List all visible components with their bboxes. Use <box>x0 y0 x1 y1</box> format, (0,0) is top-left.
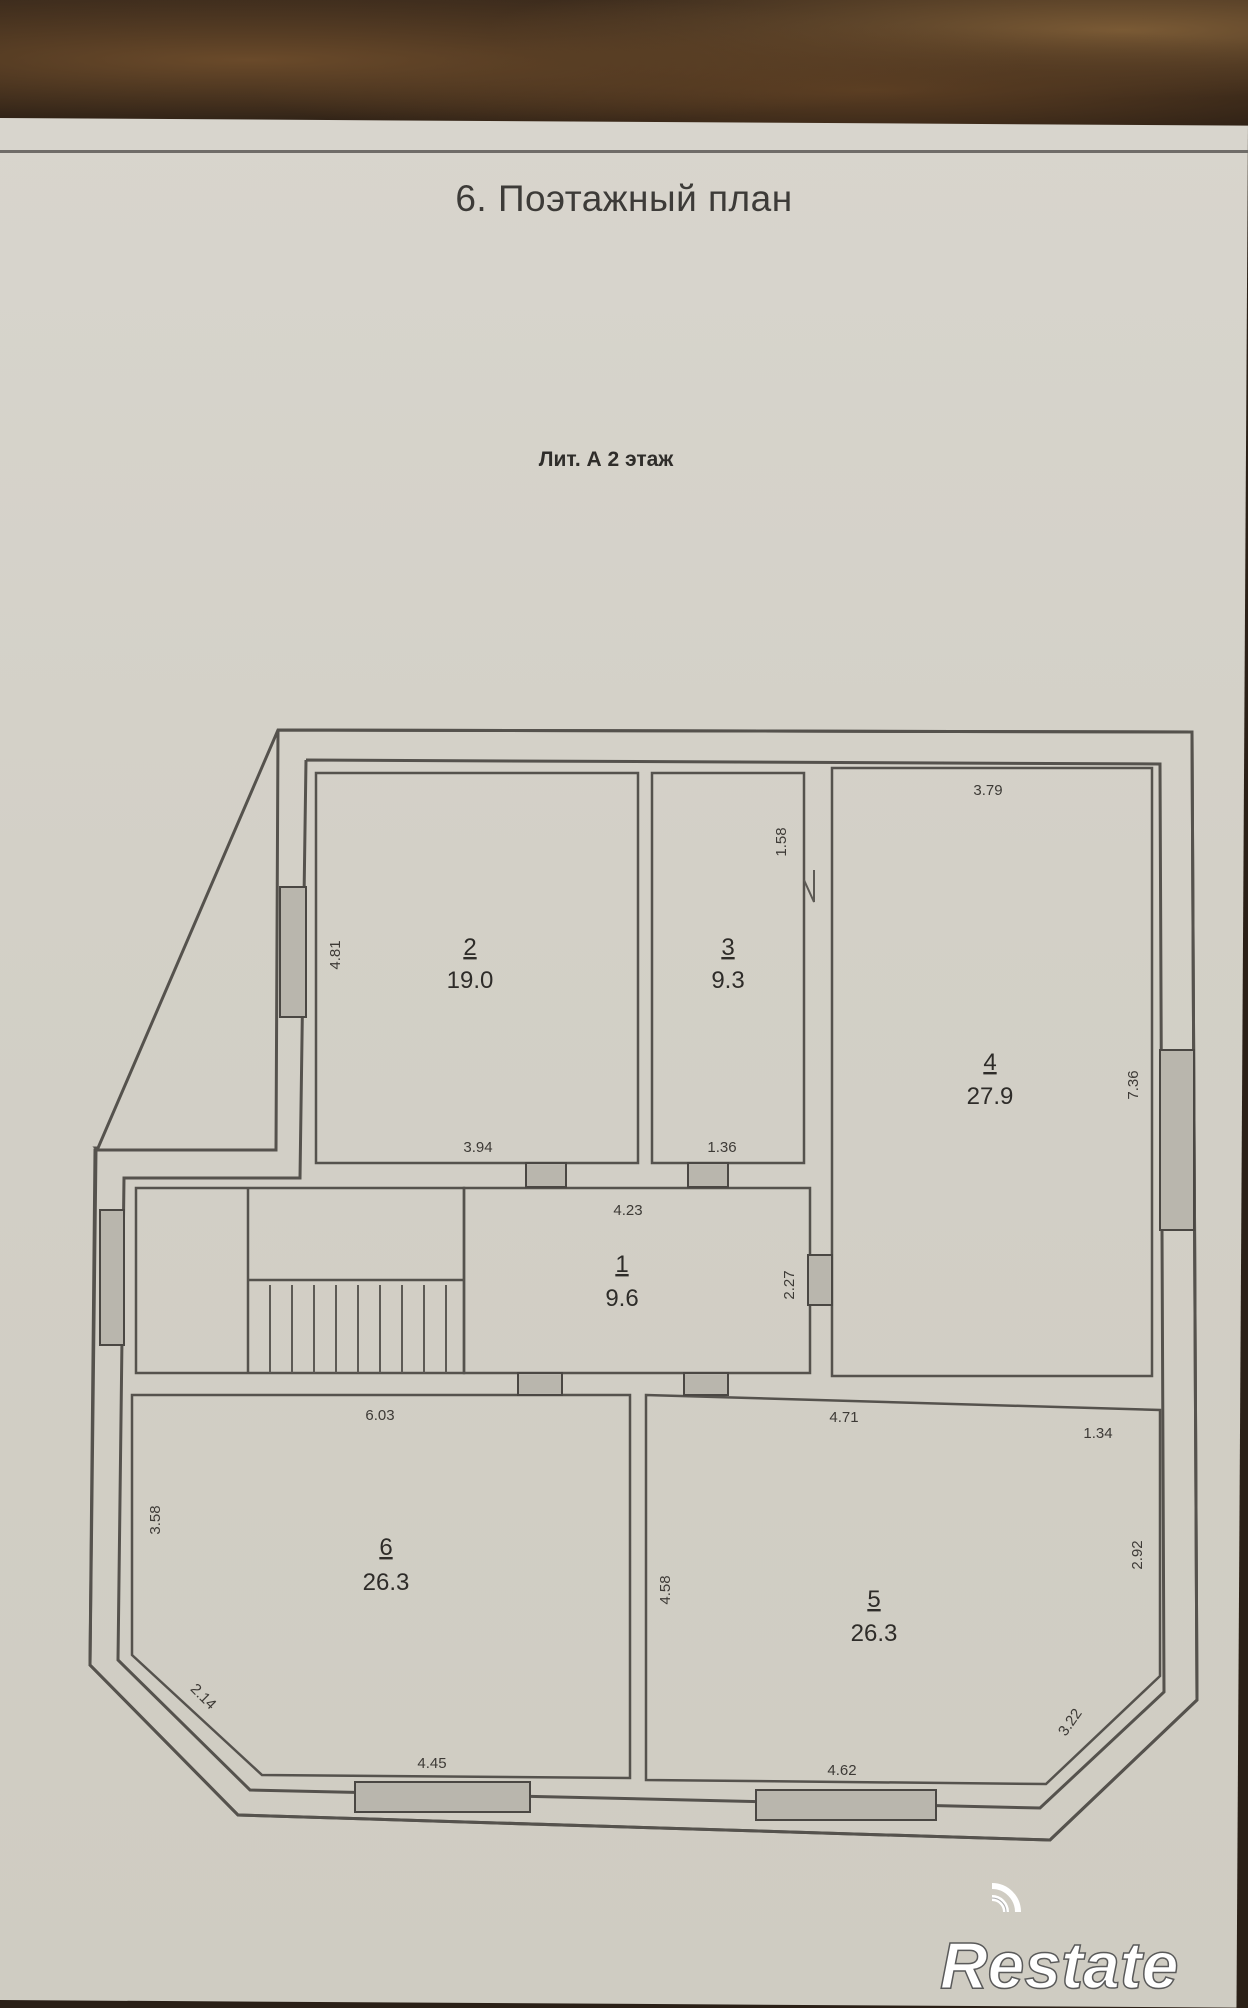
windows <box>99 886 1195 1821</box>
room-5-outline <box>644 1393 1162 1786</box>
dim-room6-bevel: 2.14 <box>187 1680 220 1713</box>
window-room-6 <box>354 1781 531 1813</box>
restate-watermark: Restate <box>939 1883 1179 2000</box>
dim-room3-height: 1.58 <box>773 827 790 856</box>
outer-wall-outline <box>88 728 1199 1842</box>
door-room-6 <box>517 1372 563 1396</box>
dim-room5-top-right: 1.34 <box>1083 1425 1112 1442</box>
window-room-5 <box>755 1789 937 1821</box>
door-room-2 <box>525 1162 567 1188</box>
room-labels: 2 19.0 3 9.3 4 27.9 1 9.6 6 26.3 5 26.3 <box>363 934 1014 1647</box>
dim-room2-width: 3.94 <box>463 1139 492 1156</box>
room-5-number: 5 <box>867 1586 880 1613</box>
dim-room4-width: 3.79 <box>973 782 1002 799</box>
room-6-area: 26.3 <box>363 1569 410 1596</box>
room-2-outline <box>314 771 640 1165</box>
door-room-3 <box>687 1162 729 1188</box>
door-room-4 <box>807 1254 833 1306</box>
document-title: 6. Поэтажный план <box>455 178 793 219</box>
outer-wall-main <box>88 728 1199 1842</box>
window-room-4 <box>1159 1049 1195 1231</box>
doors <box>517 870 833 1396</box>
outer-walls <box>88 728 1199 1842</box>
dim-room6-top: 6.03 <box>365 1407 394 1424</box>
dim-room5-bevel: 3.22 <box>1055 1706 1086 1740</box>
dim-room5-left: 4.58 <box>657 1575 674 1604</box>
room-4-number: 4 <box>983 1049 996 1076</box>
room-4-area: 27.9 <box>967 1083 1014 1110</box>
door-room-5 <box>683 1372 729 1396</box>
room-1-area: 9.6 <box>605 1285 638 1312</box>
window-stair <box>99 1209 125 1346</box>
dim-room1-height: 2.27 <box>781 1270 798 1299</box>
dim-room6-bottom: 4.45 <box>417 1755 446 1772</box>
dim-room6-left: 3.58 <box>147 1505 164 1534</box>
room-4-outline <box>830 766 1154 1378</box>
room-2-number: 2 <box>463 934 476 961</box>
door-room-3-jamb <box>803 870 815 903</box>
window-room-2 <box>279 886 307 1018</box>
room-1-number: 1 <box>615 1251 628 1278</box>
inner-wall-contour <box>116 758 1166 1810</box>
header-rule <box>0 150 1248 153</box>
dim-room5-top: 4.71 <box>829 1409 858 1426</box>
dim-room4-height: 7.36 <box>1125 1070 1142 1099</box>
room-2-area: 19.0 <box>447 967 494 994</box>
dim-room5-right: 2.92 <box>1129 1540 1146 1569</box>
room-3-number: 3 <box>721 934 734 961</box>
dim-room2-height: 4.81 <box>327 940 344 969</box>
room-6-number: 6 <box>379 1534 392 1561</box>
dim-room5-bottom: 4.62 <box>827 1762 856 1779</box>
signal-icon <box>991 1883 1021 1913</box>
room-3-area: 9.3 <box>711 967 744 994</box>
dim-room1-width: 4.23 <box>613 1202 642 1219</box>
plan-subtitle: Лит. А 2 этаж <box>538 448 674 471</box>
stairs <box>269 1285 447 1373</box>
watermark-brand: Restate <box>940 1928 1178 2000</box>
dim-room3-width: 1.36 <box>707 1139 736 1156</box>
room-5-area: 26.3 <box>851 1620 898 1647</box>
